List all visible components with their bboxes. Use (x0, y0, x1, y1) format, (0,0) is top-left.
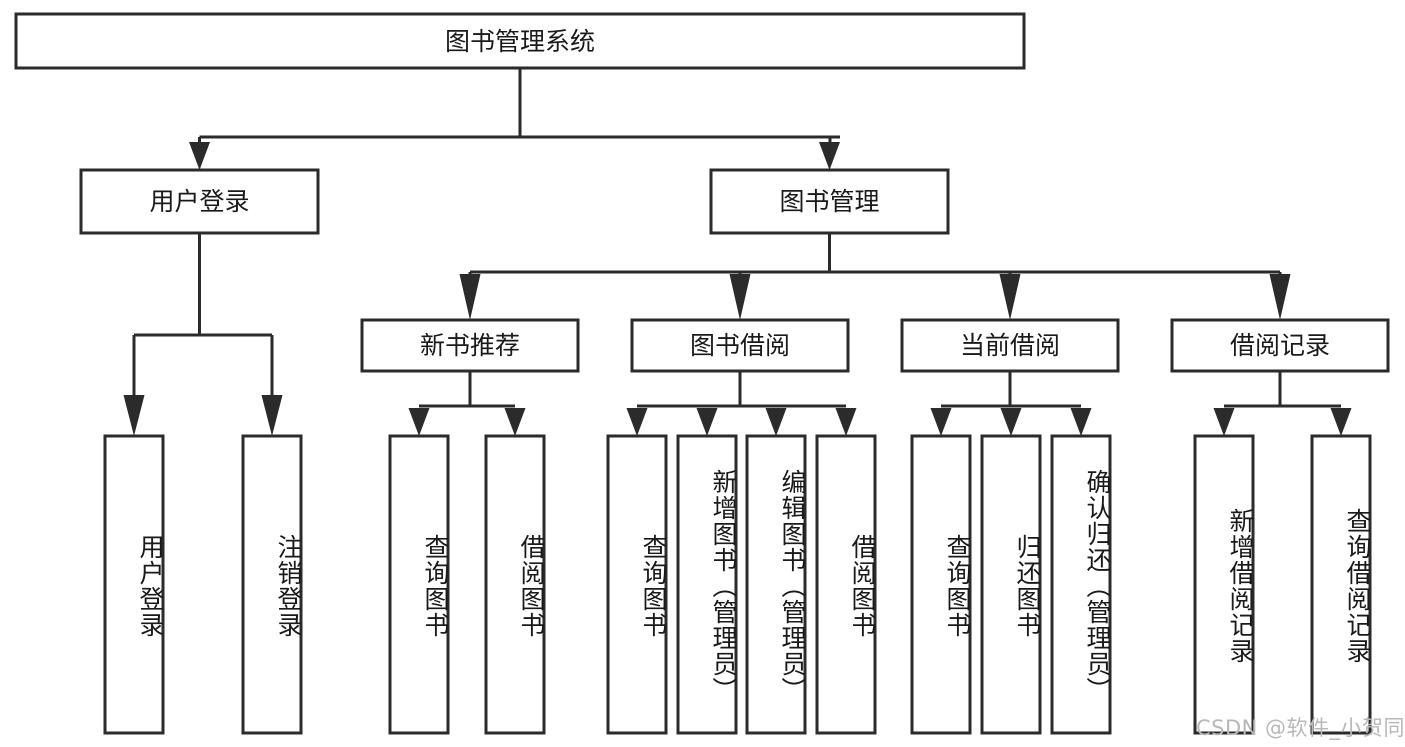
arrow-head-icon (1330, 408, 1352, 436)
edge-books-to-level3 (459, 233, 1291, 320)
arrow-head-icon (819, 142, 840, 170)
node-borrow-records[interactable]: 借阅记录 (1170, 318, 1390, 373)
leaf-box-borrow-book-1[interactable] (484, 434, 546, 735)
node-new-book-recommend[interactable]: 新书推荐 (360, 318, 580, 373)
arrow-head-icon (1213, 408, 1235, 436)
edge-records-to-leaves (1213, 371, 1352, 436)
leaf-box-user-login[interactable] (103, 434, 165, 735)
leaf-box-query-book-2[interactable] (606, 434, 668, 735)
arrow-head-icon (765, 408, 787, 436)
arrow-head-icon (1000, 408, 1022, 436)
edge-login-to-leaves (123, 233, 283, 436)
arrow-head-icon (261, 395, 283, 436)
node-current-borrow-label: 当前借阅 (960, 331, 1060, 360)
leaf-box-add-book-admin[interactable] (676, 434, 738, 735)
arrow-head-icon (1269, 274, 1291, 320)
edge-newbooks-to-leaves (408, 371, 526, 436)
arrow-head-icon (1070, 408, 1092, 436)
leaf-box-logout[interactable] (241, 434, 303, 735)
node-user-login-label: 用户登录 (149, 187, 249, 216)
arrow-head-icon (729, 274, 751, 320)
node-book-borrow-label: 图书借阅 (690, 331, 790, 360)
arrow-head-icon (459, 274, 481, 320)
arrow-head-icon (408, 408, 430, 436)
node-user-login[interactable]: 用户登录 (79, 168, 320, 235)
node-new-book-recommend-label: 新书推荐 (420, 331, 520, 360)
node-book-management-label: 图书管理 (779, 187, 879, 216)
edge-root-to-level2 (189, 68, 840, 170)
edge-current-to-leaves (930, 371, 1092, 436)
arrow-head-icon (626, 408, 648, 436)
node-root-label: 图书管理系统 (445, 27, 595, 56)
node-book-management[interactable]: 图书管理 (709, 168, 950, 235)
arrow-head-icon (835, 408, 857, 436)
leaf-box-add-borrow-record[interactable] (1193, 434, 1255, 735)
node-book-borrow[interactable]: 图书借阅 (630, 318, 850, 373)
arrow-head-icon (504, 408, 526, 436)
arrow-head-icon (930, 408, 952, 436)
leaf-box-edit-book-admin[interactable] (745, 434, 807, 735)
node-current-borrow[interactable]: 当前借阅 (900, 318, 1120, 373)
leaf-boxes (103, 434, 1372, 735)
leaf-box-query-book-3[interactable] (910, 434, 972, 735)
leaf-box-query-book-1[interactable] (388, 434, 450, 735)
arrow-head-icon (999, 274, 1021, 320)
leaf-box-return-book[interactable] (980, 434, 1042, 735)
arrow-head-icon (189, 142, 210, 170)
leaf-box-query-borrow-record[interactable] (1310, 434, 1372, 735)
leaf-box-borrow-book-2[interactable] (815, 434, 877, 735)
arrow-head-icon (123, 395, 145, 436)
watermark-text: CSDN @软件_小贺同学 (1196, 716, 1405, 740)
node-borrow-records-label: 借阅记录 (1230, 331, 1330, 360)
node-root[interactable]: 图书管理系统 (14, 12, 1026, 70)
arrow-head-icon (696, 408, 718, 436)
leaf-box-confirm-return-admin[interactable] (1050, 434, 1112, 735)
edge-borrow-to-leaves (626, 371, 857, 436)
